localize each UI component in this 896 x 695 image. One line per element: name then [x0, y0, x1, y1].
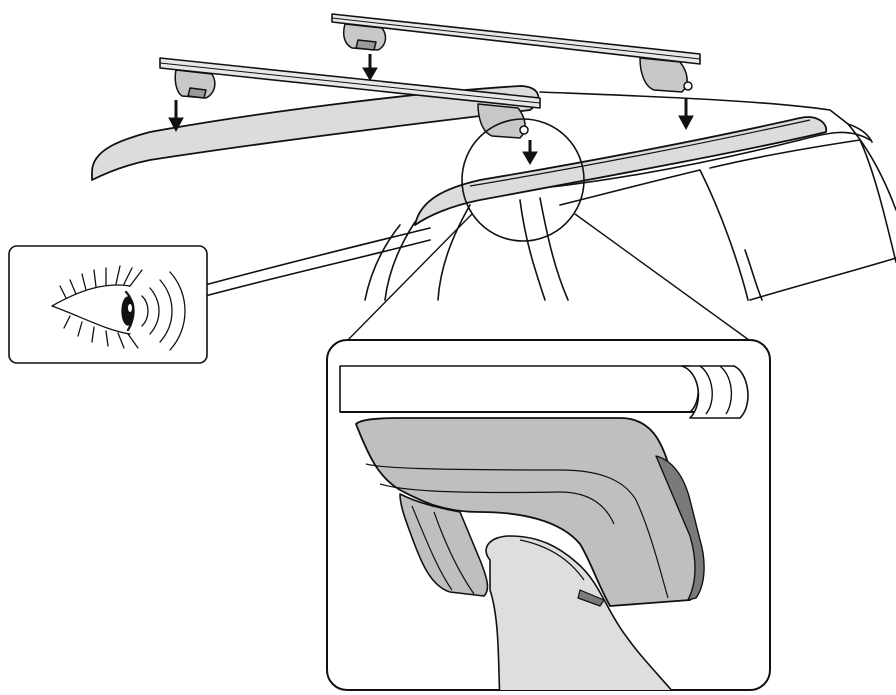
rack-feet	[174, 23, 693, 139]
crossbars	[159, 13, 701, 109]
eye-icon	[51, 265, 186, 351]
eye-inset	[8, 245, 208, 364]
detail-box	[326, 339, 771, 691]
foot-rear-right	[639, 57, 688, 93]
detail-rail	[485, 535, 681, 690]
detail-clamp-left	[399, 493, 489, 597]
down-arrow-icon	[168, 100, 184, 133]
down-arrow-icon	[522, 140, 538, 165]
down-arrow-icon	[678, 98, 694, 131]
detail-connectors	[339, 213, 761, 349]
detail-foot	[355, 417, 700, 607]
down-arrow-icon	[362, 54, 378, 81]
down-arrows	[168, 54, 694, 165]
magnifier-circle	[461, 118, 585, 242]
rail-left	[91, 85, 540, 181]
rail-right	[414, 116, 828, 226]
detail-crossbar	[339, 365, 700, 413]
roof-rails	[91, 85, 828, 226]
